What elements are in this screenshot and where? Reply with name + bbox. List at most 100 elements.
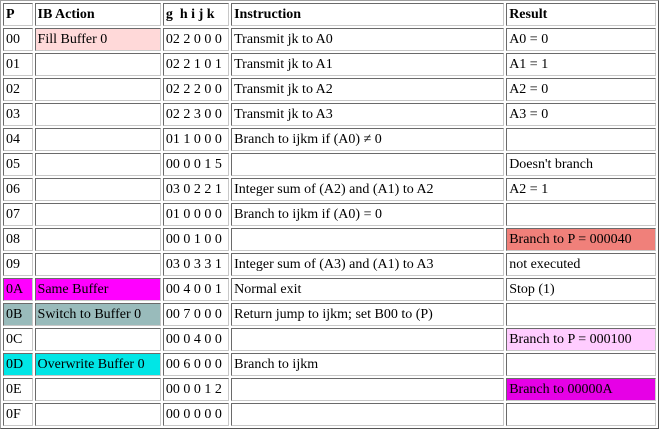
cell-code: 00 0 0 0 0	[162, 403, 230, 426]
cell-result: A1 = 1	[506, 53, 656, 76]
cell-ib-action	[34, 328, 161, 351]
cell-code: 01 1 0 0 0	[162, 128, 230, 151]
header-row: P IB Action g h i j k Instruction Result	[3, 3, 656, 26]
cell-instruction: Integer sum of (A2) and (A1) to A2	[231, 178, 505, 201]
cell-ib-action	[34, 228, 161, 251]
cell-ib-action	[34, 78, 161, 101]
table-row: 0F 00 0 0 0 0	[3, 403, 656, 426]
table-row: 0B Switch to Buffer 0 00 7 0 0 0 Return …	[3, 303, 656, 326]
cell-code: 00 0 4 0 0	[162, 328, 230, 351]
table-row: 01 02 2 1 0 1 Transmit jk to A1 A1 = 1	[3, 53, 656, 76]
cell-ib-action	[34, 103, 161, 126]
cell-instruction: Transmit jk to A2	[231, 78, 505, 101]
cell-instruction	[231, 378, 505, 401]
cell-ib-action	[34, 178, 161, 201]
cell-result	[506, 128, 656, 151]
cell-p: 01	[3, 53, 33, 76]
cell-instruction: Normal exit	[231, 278, 505, 301]
cell-ib-action	[34, 253, 161, 276]
table-row: 0A Same Buffer 00 4 0 0 1 Normal exit St…	[3, 278, 656, 301]
cell-instruction: Branch to ijkm if (A0) ≠ 0	[231, 128, 505, 151]
cell-result: Doesn't branch	[506, 153, 656, 176]
cell-code: 00 6 0 0 0	[162, 353, 230, 376]
table-row: 02 02 2 2 0 0 Transmit jk to A2 A2 = 0	[3, 78, 656, 101]
cell-result: Branch to P = 000100	[506, 328, 656, 351]
table-row: 07 01 0 0 0 0 Branch to ijkm if (A0) = 0	[3, 203, 656, 226]
table-row: 0C 00 0 4 0 0 Branch to P = 000100	[3, 328, 656, 351]
cell-ib-action	[34, 403, 161, 426]
cell-instruction: Branch to ijkm if (A0) = 0	[231, 203, 505, 226]
cell-result	[506, 203, 656, 226]
cell-p: 05	[3, 153, 33, 176]
cell-p: 0F	[3, 403, 33, 426]
cell-result: not executed	[506, 253, 656, 276]
cell-code: 02 2 2 0 0	[162, 78, 230, 101]
header-instruction: Instruction	[231, 3, 505, 26]
cell-p: 0A	[3, 278, 33, 301]
header-ib-action: IB Action	[34, 3, 161, 26]
cell-ib-action	[34, 203, 161, 226]
cell-code: 02 2 1 0 1	[162, 53, 230, 76]
cell-instruction	[231, 153, 505, 176]
cell-p: 08	[3, 228, 33, 251]
cell-result: A2 = 0	[506, 78, 656, 101]
cell-code: 00 7 0 0 0	[162, 303, 230, 326]
cell-p: 00	[3, 28, 33, 51]
cell-instruction: Branch to ijkm	[231, 353, 505, 376]
cell-p: 04	[3, 128, 33, 151]
cell-instruction: Transmit jk to A1	[231, 53, 505, 76]
cell-instruction: Integer sum of (A3) and (A1) to A3	[231, 253, 505, 276]
cell-result: A3 = 0	[506, 103, 656, 126]
cell-code: 00 0 0 1 5	[162, 153, 230, 176]
cell-instruction	[231, 228, 505, 251]
header-ghijk: g h i j k	[162, 3, 230, 26]
header-p: P	[3, 3, 33, 26]
cell-code: 03 0 2 2 1	[162, 178, 230, 201]
table-row: 06 03 0 2 2 1 Integer sum of (A2) and (A…	[3, 178, 656, 201]
cell-code: 00 0 0 1 2	[162, 378, 230, 401]
cell-ib-action	[34, 128, 161, 151]
cell-p: 0D	[3, 353, 33, 376]
cell-p: 0C	[3, 328, 33, 351]
cell-instruction	[231, 328, 505, 351]
table-row: 0D Overwrite Buffer 0 00 6 0 0 0 Branch …	[3, 353, 656, 376]
table-row: 0E 00 0 0 1 2 Branch to 00000A	[3, 378, 656, 401]
cell-ib-action: Switch to Buffer 0	[34, 303, 161, 326]
table-row: 09 03 0 3 3 1 Integer sum of (A3) and (A…	[3, 253, 656, 276]
cell-code: 02 2 3 0 0	[162, 103, 230, 126]
table-row: 04 01 1 0 0 0 Branch to ijkm if (A0) ≠ 0	[3, 128, 656, 151]
cell-p: 0B	[3, 303, 33, 326]
cell-p: 07	[3, 203, 33, 226]
cell-result	[506, 303, 656, 326]
cell-result	[506, 403, 656, 426]
cell-p: 06	[3, 178, 33, 201]
cell-ib-action: Fill Buffer 0	[34, 28, 161, 51]
cell-p: 03	[3, 103, 33, 126]
table-row: 08 00 0 1 0 0 Branch to P = 000040	[3, 228, 656, 251]
cell-code: 00 4 0 0 1	[162, 278, 230, 301]
cell-ib-action	[34, 378, 161, 401]
cell-instruction: Return jump to ijkm; set B00 to (P)	[231, 303, 505, 326]
cell-result: A2 = 1	[506, 178, 656, 201]
cell-ib-action: Overwrite Buffer 0	[34, 353, 161, 376]
cell-code: 02 2 0 0 0	[162, 28, 230, 51]
cell-p: 09	[3, 253, 33, 276]
cell-result: Stop (1)	[506, 278, 656, 301]
table-row: 03 02 2 3 0 0 Transmit jk to A3 A3 = 0	[3, 103, 656, 126]
cell-ib-action	[34, 53, 161, 76]
cell-result: Branch to P = 000040	[506, 228, 656, 251]
cell-ib-action	[34, 153, 161, 176]
cell-result: A0 = 0	[506, 28, 656, 51]
cell-p: 02	[3, 78, 33, 101]
cell-result	[506, 353, 656, 376]
cell-code: 03 0 3 3 1	[162, 253, 230, 276]
cell-p: 0E	[3, 378, 33, 401]
cell-code: 00 0 1 0 0	[162, 228, 230, 251]
table-row: 00 Fill Buffer 0 02 2 0 0 0 Transmit jk …	[3, 28, 656, 51]
cell-instruction: Transmit jk to A0	[231, 28, 505, 51]
cell-instruction	[231, 403, 505, 426]
cell-code: 01 0 0 0 0	[162, 203, 230, 226]
cell-ib-action: Same Buffer	[34, 278, 161, 301]
header-result: Result	[506, 3, 656, 26]
